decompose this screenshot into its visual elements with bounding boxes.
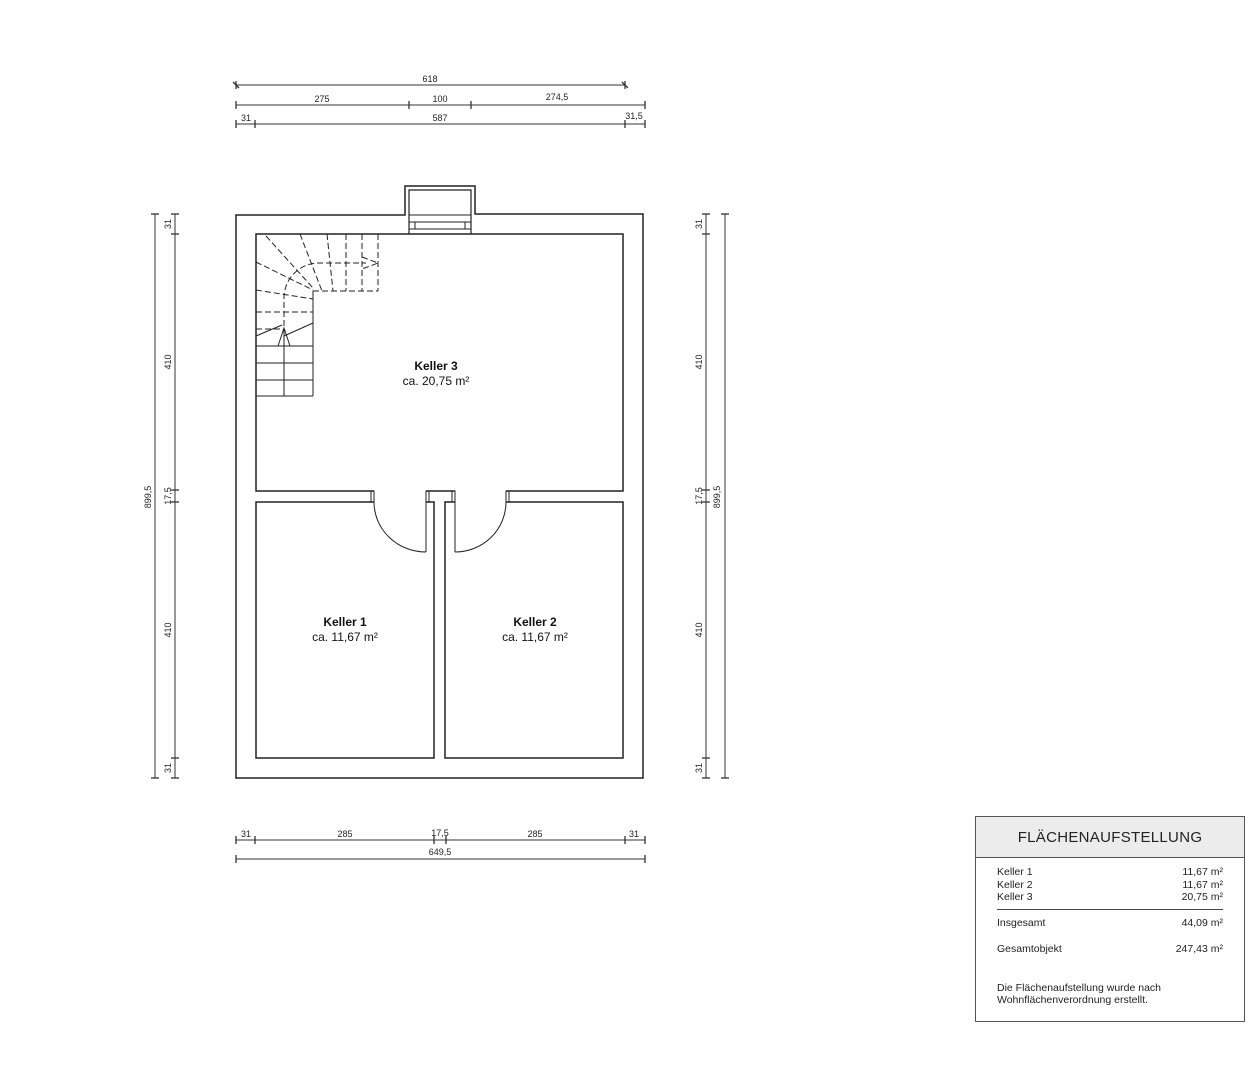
svg-text:31: 31 xyxy=(629,829,639,839)
svg-text:899,5: 899,5 xyxy=(712,486,722,509)
svg-text:618: 618 xyxy=(422,74,437,84)
svg-text:100: 100 xyxy=(432,94,447,104)
svg-text:649,5: 649,5 xyxy=(429,847,452,857)
dimension-left xyxy=(151,213,179,779)
svg-text:17,5: 17,5 xyxy=(694,487,704,505)
svg-text:17,5: 17,5 xyxy=(163,487,173,505)
room-area-keller-2: ca. 11,67 m² xyxy=(502,630,568,644)
svg-text:285: 285 xyxy=(337,829,352,839)
area-summary-table: FLÄCHENAUFSTELLUNG Keller 1 11,67 m² Kel… xyxy=(975,816,1245,1022)
svg-text:31: 31 xyxy=(163,219,173,229)
svg-text:31: 31 xyxy=(241,829,251,839)
svg-text:410: 410 xyxy=(163,622,173,637)
svg-text:899,5: 899,5 xyxy=(143,486,153,509)
svg-text:31: 31 xyxy=(241,113,251,123)
room-name-keller-2: Keller 2 xyxy=(513,615,557,629)
dimension-labels: 618 275 100 274,5 31 587 31,5 31 285 17,… xyxy=(143,74,722,857)
summary-overall-row: Gesamtobjekt 247,43 m² xyxy=(997,943,1223,955)
summary-total-row: Insgesamt 44,09 m² xyxy=(997,916,1223,929)
room-labels: Keller 3 ca. 20,75 m² Keller 1 ca. 11,67… xyxy=(312,359,568,644)
svg-text:410: 410 xyxy=(163,354,173,369)
dimension-top xyxy=(232,81,646,128)
walls xyxy=(235,185,644,779)
staircase xyxy=(255,233,380,397)
room-name-keller-1: Keller 1 xyxy=(323,615,367,629)
svg-text:410: 410 xyxy=(694,622,704,637)
svg-text:275: 275 xyxy=(314,94,329,104)
svg-text:17,5: 17,5 xyxy=(431,828,449,838)
svg-text:274,5: 274,5 xyxy=(546,92,569,102)
svg-text:31: 31 xyxy=(163,763,173,773)
svg-text:285: 285 xyxy=(527,829,542,839)
room-area-keller-3: ca. 20,75 m² xyxy=(403,374,470,388)
summary-note: Die Flächenaufstellung wurde nach Wohnfl… xyxy=(997,981,1162,1007)
svg-text:31: 31 xyxy=(694,219,704,229)
svg-text:31,5: 31,5 xyxy=(625,111,643,121)
svg-text:587: 587 xyxy=(432,113,447,123)
summary-row: Keller 3 20,75 m² xyxy=(997,891,1223,903)
doors xyxy=(373,501,507,553)
dimension-bottom xyxy=(235,836,646,863)
area-summary-title: FLÄCHENAUFSTELLUNG xyxy=(976,817,1244,858)
svg-text:31: 31 xyxy=(694,763,704,773)
summary-row: Keller 2 11,67 m² xyxy=(997,878,1223,891)
room-name-keller-3: Keller 3 xyxy=(414,359,458,373)
room-area-keller-1: ca. 11,67 m² xyxy=(312,630,378,644)
summary-row: Keller 1 11,67 m² xyxy=(997,866,1223,878)
divider xyxy=(997,908,1223,910)
dimension-right xyxy=(702,213,729,779)
svg-text:410: 410 xyxy=(694,354,704,369)
